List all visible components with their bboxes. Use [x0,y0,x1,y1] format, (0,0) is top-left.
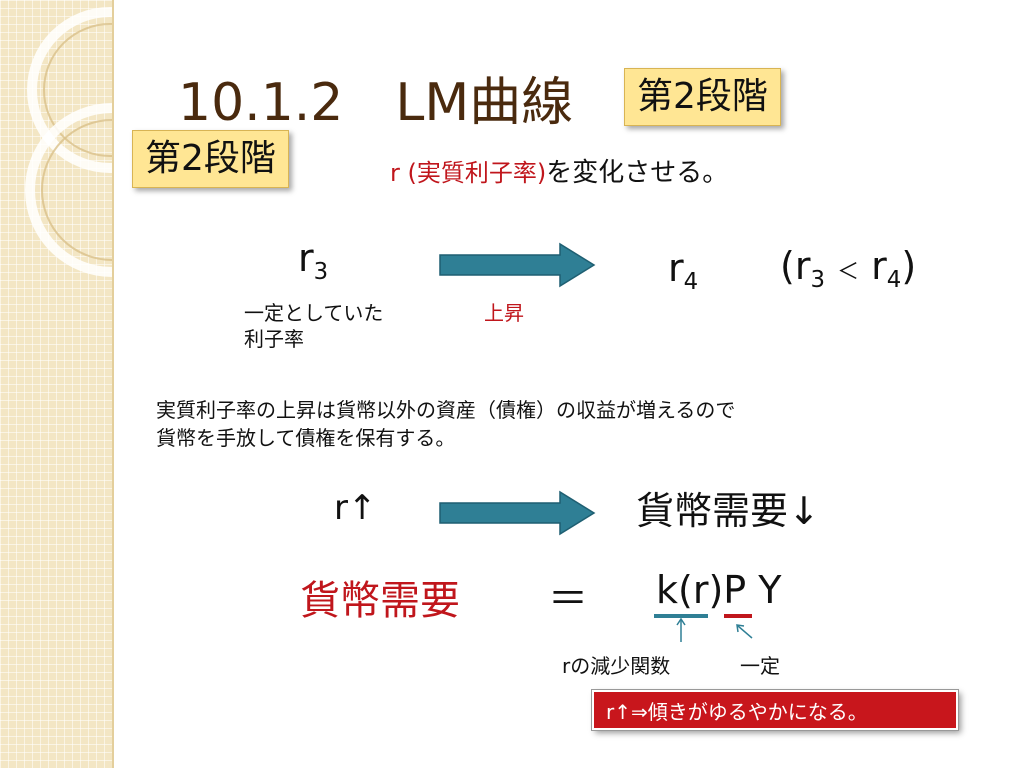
conclusion-note: r↑⇒傾きがゆるやかになる。 [592,690,958,730]
explanation-line2: 貨幣を手放して債権を保有する。 [156,426,456,450]
equation-lhs: 貨幣需要 [300,578,460,624]
slide-title: 10.1.2 LM曲線 [178,73,574,133]
arrow-right-icon [439,490,596,536]
equation-equals: ＝ [548,576,588,622]
equation-p: P [723,568,747,612]
r4-label: r4 [668,246,698,295]
r3-symbol: r [298,236,314,280]
instruction-rest: を変化させる。 [546,158,729,188]
comparison-r: r [871,244,887,288]
equation-underlines [654,614,753,642]
equation-y: Y [758,568,782,612]
arrow-right-icon [439,242,596,288]
constant-label: 一定 [740,654,780,678]
r4-symbol: r [668,246,684,290]
instruction-highlight: r (実質利子率) [390,159,547,187]
fixed-rate-line1: 一定としていた [244,301,384,325]
r3-label: r3 [298,236,328,285]
equation-k-of-r: k(r) [656,568,724,612]
comparison-close: ) [901,244,917,288]
comparison-expression: (r3 ＜ r4) [780,244,916,293]
equation-rhs: k(r)P Y [656,568,782,612]
explanation-line1: 実質利子率の上昇は貨幣以外の資産（債権）の収益が増えるので [156,398,736,422]
stage-badge-top: 第2段階 [624,68,781,126]
explanation-text: 実質利子率の上昇は貨幣以外の資産（債権）の収益が増えるので 貨幣を手放して債権を… [156,396,735,452]
decreasing-function-label: rの減少関数 [562,654,671,678]
comparison-open: (r [780,244,811,288]
decorative-rings [25,7,112,277]
rise-label: 上昇 [484,301,524,325]
fixed-rate-label: 一定としていた 利子率 [244,300,383,352]
arrow-upleft-icon [737,625,753,639]
r-up-label: r↑ [334,488,377,528]
r4-subscript: 4 [683,268,699,295]
stage-badge-left: 第2段階 [132,130,289,188]
money-demand-down-label: 貨幣需要↓ [636,489,820,533]
comparison-sub1: 3 [810,266,825,293]
sidebar-decoration [0,0,114,768]
comparison-sub2: 4 [886,266,902,293]
instruction-text: r (実質利子率)を変化させる。 [390,152,728,189]
comparison-operator: ＜ [837,260,860,285]
r3-subscript: 3 [313,258,329,285]
fixed-rate-line2: 利子率 [244,327,304,351]
